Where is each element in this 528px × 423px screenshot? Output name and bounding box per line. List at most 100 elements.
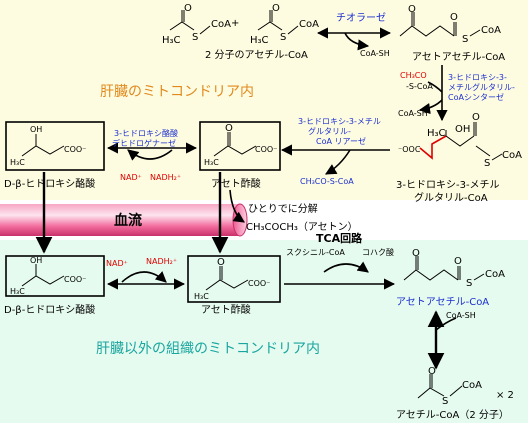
liver-acetoacetate-box	[199, 121, 281, 171]
h3c-label: H₃C	[204, 158, 219, 167]
hmg-coa-label-1: 3-ヒドロキシ-3-メチル	[396, 179, 500, 191]
scoa-label: -S-CoA	[406, 82, 433, 91]
blood-vessel	[0, 204, 240, 236]
h3c-label: H₃C	[250, 35, 269, 46]
acetyl-out-arrow	[325, 149, 351, 175]
acetoacetyl-coa-label: アセトアセチル-CoA	[412, 51, 505, 63]
bhb-dh-label-1: 3-ヒドロキシ酪酸	[114, 128, 178, 138]
h3c-label: H₃C	[162, 35, 181, 46]
o-label: O	[272, 3, 280, 14]
oh-label: OH	[455, 124, 470, 135]
coa-label: CoA	[299, 19, 319, 30]
acetoacetate-structure-other: O H₃C COO⁻	[194, 257, 270, 301]
bhb-structure-liver: OH H₃C COO⁻	[10, 125, 86, 167]
coa-label: CoA	[211, 19, 231, 30]
other-nadh-label: NADH₂⁺	[146, 257, 177, 266]
liver-nad-label: NAD⁺	[120, 173, 142, 182]
nad-cofactor-arrow	[127, 149, 173, 161]
acetyl-coa-2-label: 2 分子のアセチル-CoA	[205, 49, 308, 61]
o-label: O	[454, 256, 462, 267]
s-label: S	[192, 32, 198, 43]
liver-nadh-label: NADH₂⁺	[150, 173, 181, 182]
o-label: O	[472, 112, 480, 123]
other-bhb-label: D-β-ヒドロキシ酪酸	[4, 303, 95, 316]
other-acetoacetyl-coa-label: アセトアセチル-CoA	[396, 296, 489, 308]
hmg-coa-label-2: グルタリル-CoA	[414, 191, 488, 204]
tca-cofactor-arrow	[323, 261, 369, 273]
other-bhb-box	[5, 255, 105, 297]
tca-label: TCA回路	[316, 231, 363, 245]
acetyl-coa-structure-1: H₃C O S CoA	[162, 3, 231, 46]
liver-bhb-label: D-β-ヒドロキシ酪酸	[4, 177, 95, 190]
o-label: O	[450, 12, 458, 23]
bhb-dh-label-2: デヒドロゲナーゼ	[112, 138, 176, 148]
liver-title: 肝臓のミトコンドリア内	[100, 84, 254, 100]
succinyl-coa-label: スクシニル-CoA	[286, 248, 345, 257]
thiolase-label: チオラーゼ	[336, 12, 386, 24]
coa-label: CoA	[502, 150, 522, 161]
coa-label: CoA	[462, 380, 482, 391]
other-acetoacetate-label: アセト酢酸	[201, 303, 251, 316]
hmg-lyase-label-2: グルタリル-	[308, 126, 351, 136]
bhb-structure-other: OH H₃C COO⁻	[10, 256, 86, 296]
other-coa-sh-label: CoA-SH	[446, 311, 476, 320]
ch3co-scoa-blue-label: CH₃CO-S-CoA	[300, 177, 354, 186]
spontaneous-label: ひとりでに分解	[248, 202, 318, 215]
hmg-lyase-label-1: 3-ヒドロキシ-3-メチル	[298, 117, 381, 126]
coa-label: CoA	[481, 25, 501, 36]
s-label: S	[280, 32, 286, 43]
times2-label: × 2	[496, 390, 514, 401]
coa-sh-label-1: CoA-SH	[360, 49, 390, 58]
blood-label: 血流	[114, 212, 142, 229]
acetyl-coa-structure-2: H₃C O S CoA	[250, 3, 319, 46]
coa-out-arrow	[418, 99, 443, 115]
bottom-acetyl-coa-label: アセチル-CoA（2 分子）	[396, 409, 509, 421]
acetoacetate-structure-liver: O H₃C COO⁻	[204, 123, 277, 167]
o-label: O	[408, 4, 416, 15]
s-label: S	[442, 396, 448, 407]
acetone-label: CH₃COCH₃（アセトン）	[246, 221, 358, 233]
h3c-label: H₃C	[10, 287, 25, 296]
o-label: O	[184, 3, 192, 14]
hmg-synthase-label-2: メチルグルタリル-	[448, 82, 515, 92]
o-label: O	[428, 366, 436, 377]
coo-label: COO⁻	[255, 145, 277, 154]
other-coa-in-arrow	[435, 317, 457, 331]
hmg-synthase-label-1: 3-ヒドロキシ-3-	[448, 73, 507, 82]
o-label: O	[412, 248, 420, 259]
h3c-label: H₃C	[427, 128, 446, 139]
ooc-label: ⁻OOC	[398, 145, 421, 154]
oh-label: OH	[30, 125, 42, 134]
ch3co-red-label: CH₃CO	[400, 71, 427, 80]
coo-label: COO⁻	[64, 145, 86, 154]
liver-region	[0, 0, 528, 200]
other-nad-label: NAD⁺	[106, 259, 128, 268]
bottom-acetyl-coa-structure: O S CoA	[417, 366, 482, 407]
coa-sh-label-2: CoA-SH	[398, 109, 428, 118]
hmg-coa-structure: H₃C OH ⁻OOC O S CoA	[398, 112, 522, 169]
acetoacetyl-coa-structure: O O S CoA	[399, 4, 501, 45]
coo-label: COO⁻	[248, 279, 270, 288]
s-label: S	[462, 34, 468, 45]
other-acetoacetyl-coa-structure: O O S CoA	[403, 248, 505, 289]
s-label: S	[466, 278, 472, 289]
oh-label: OH	[30, 256, 42, 265]
coo-label: COO⁻	[64, 275, 86, 284]
other-tissue-region	[0, 240, 528, 423]
hmg-synthase-label-3: CoAシンターゼ	[448, 92, 504, 102]
coa-release-arrow	[344, 32, 370, 51]
spontaneous-arrow	[229, 189, 245, 223]
other-title: 肝臓以外の組織のミトコンドリア内	[96, 341, 320, 357]
succinate-label: コハク酸	[362, 247, 394, 257]
hmg-lyase-label-3: CoA リアーゼ	[316, 136, 366, 146]
o-label: O	[217, 257, 225, 268]
s-label: S	[484, 158, 490, 169]
liver-acetoacetate-label: アセト酢酸	[211, 177, 261, 190]
h3c-label: H₃C	[194, 292, 209, 301]
coa-label: CoA	[485, 269, 505, 280]
acetyl-in-arrow	[427, 81, 443, 93]
blood-vessel-end	[232, 203, 248, 237]
h3c-label: H₃C	[10, 158, 25, 167]
